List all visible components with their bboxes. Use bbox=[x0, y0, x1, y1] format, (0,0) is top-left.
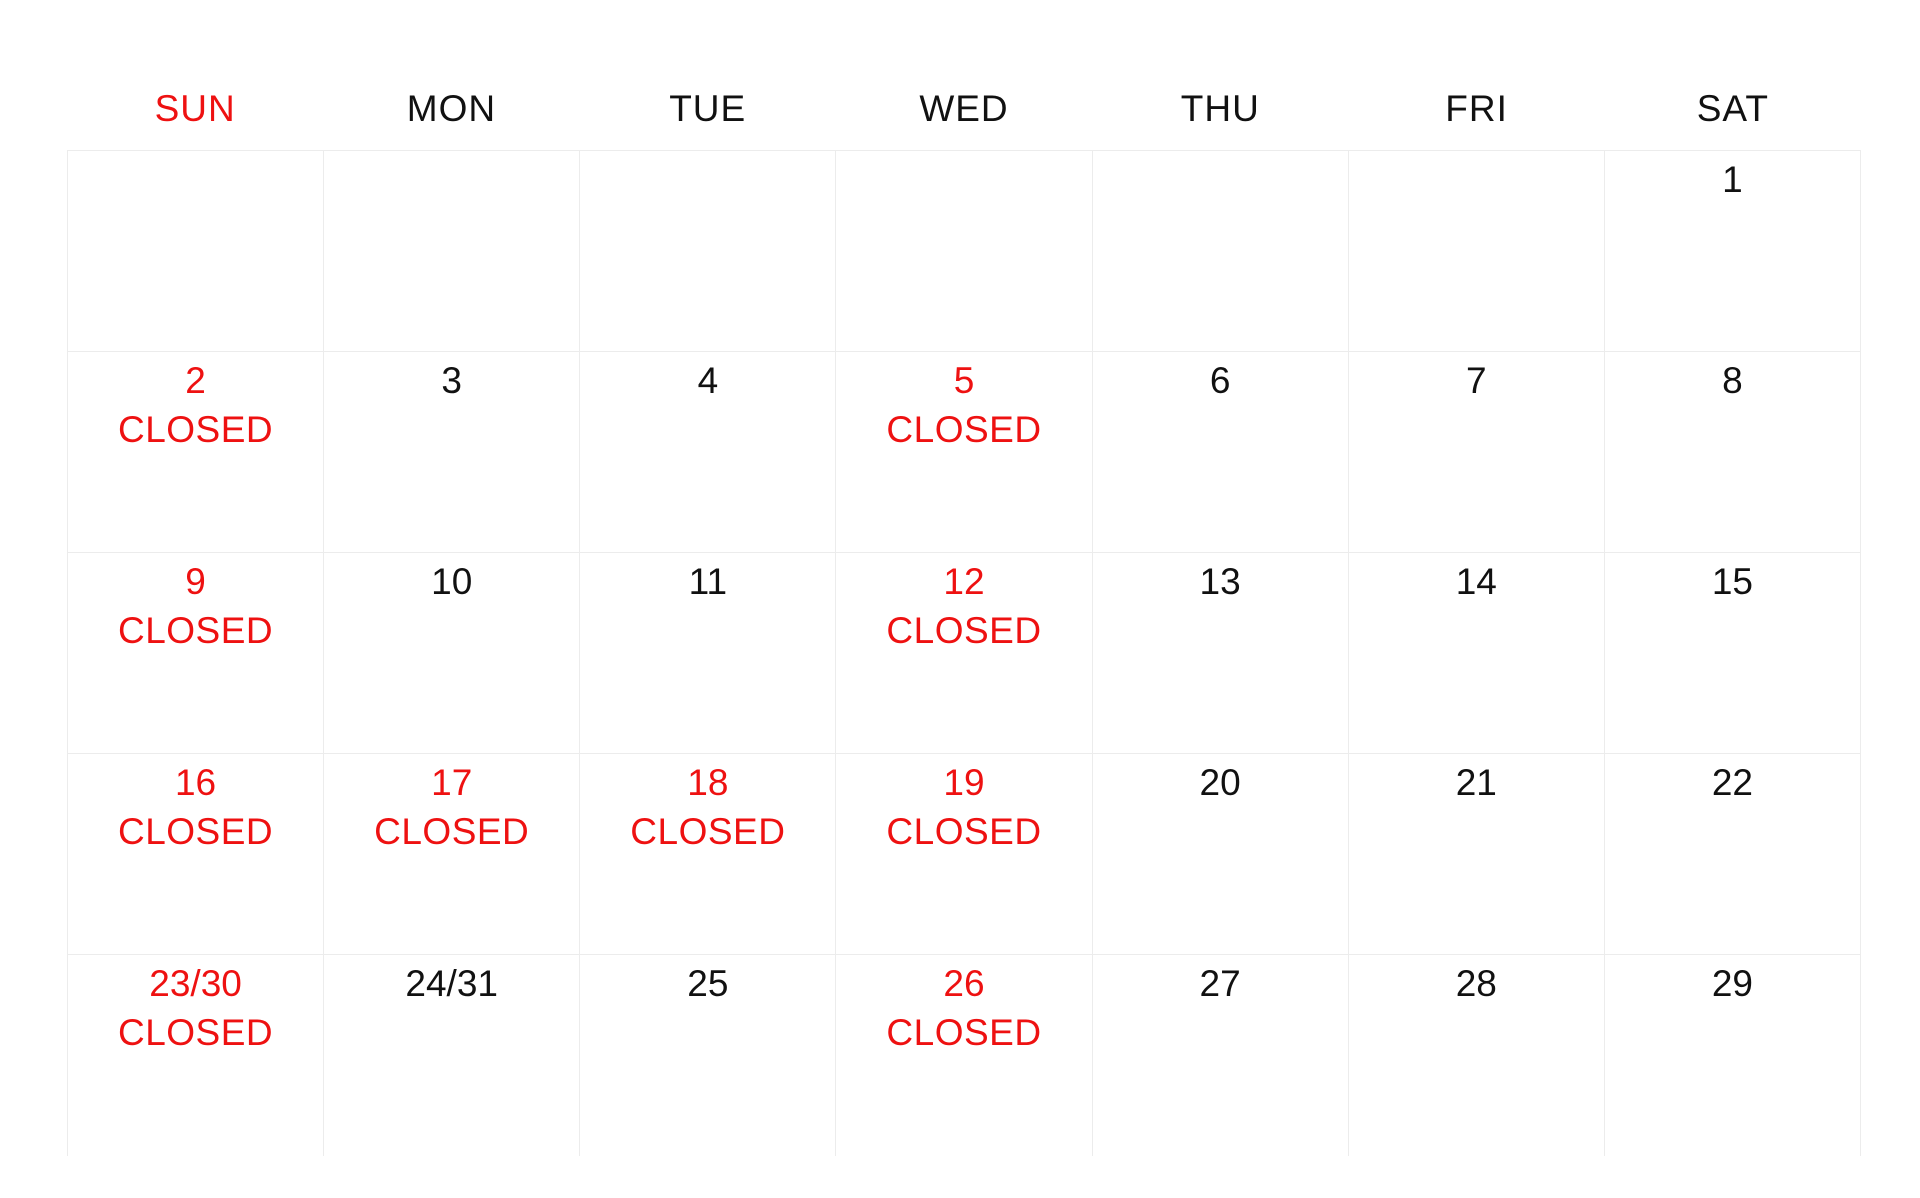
closed-label: CLOSED bbox=[117, 811, 274, 852]
day-number: 21 bbox=[1455, 762, 1497, 803]
weekday-header-fri: FRI bbox=[1445, 88, 1508, 129]
day-number: 15 bbox=[1711, 561, 1753, 602]
day-cell bbox=[324, 151, 581, 352]
weekday-header-thu: THU bbox=[1180, 88, 1260, 129]
day-cell: 25 bbox=[580, 955, 837, 1156]
day-number: 25 bbox=[687, 963, 729, 1004]
day-cell: 1 bbox=[1604, 151, 1861, 352]
day-number: 23/30 bbox=[149, 963, 242, 1004]
day-number: 8 bbox=[1722, 360, 1743, 401]
day-cell: 13 bbox=[1092, 553, 1349, 754]
day-cell bbox=[836, 151, 1093, 352]
day-cell bbox=[1348, 151, 1605, 352]
day-number: 20 bbox=[1199, 762, 1241, 803]
day-number: 26 bbox=[943, 963, 985, 1004]
day-cell: 20 bbox=[1092, 754, 1349, 955]
closed-label: CLOSED bbox=[117, 610, 274, 651]
closed-label: CLOSED bbox=[630, 811, 786, 852]
day-cell: 24/31 bbox=[324, 955, 581, 1156]
day-cell: 14 bbox=[1348, 553, 1605, 754]
weekday-header-tue: TUE bbox=[669, 88, 747, 129]
day-number: 17 bbox=[431, 762, 473, 803]
day-number: 22 bbox=[1711, 762, 1753, 803]
closed-label: CLOSED bbox=[886, 811, 1042, 852]
day-number: 5 bbox=[953, 360, 975, 401]
day-cell bbox=[1092, 151, 1349, 352]
day-cell: 10 bbox=[324, 553, 581, 754]
day-cell: 3 bbox=[324, 352, 581, 553]
day-cell: 7 bbox=[1348, 352, 1605, 553]
day-number: 28 bbox=[1455, 963, 1497, 1004]
day-number: 4 bbox=[697, 360, 719, 401]
day-number: 18 bbox=[687, 762, 729, 803]
day-number: 10 bbox=[431, 561, 473, 602]
day-number: 14 bbox=[1455, 561, 1497, 602]
day-cell: 11 bbox=[580, 553, 837, 754]
closed-label: CLOSED bbox=[886, 409, 1042, 450]
day-cell: 6 bbox=[1092, 352, 1349, 553]
weekday-header-sun: SUN bbox=[154, 88, 236, 129]
day-number: 29 bbox=[1711, 963, 1753, 1004]
day-cell: 4 bbox=[580, 352, 837, 553]
closed-label: CLOSED bbox=[117, 1012, 274, 1053]
weekday-header-row: SUN MON TUE WED THU FRI SAT bbox=[67, 68, 1861, 150]
closed-label: CLOSED bbox=[886, 1012, 1042, 1053]
day-cell: 27 bbox=[1093, 955, 1349, 1156]
day-cell: 8 bbox=[1604, 352, 1861, 553]
weekday-header-mon: MON bbox=[406, 88, 497, 129]
weekday-header-sat: SAT bbox=[1696, 88, 1769, 129]
closed-label: CLOSED bbox=[886, 610, 1042, 651]
day-number: 27 bbox=[1199, 963, 1241, 1004]
weekday-header-wed: WED bbox=[919, 88, 1009, 129]
day-number: 3 bbox=[441, 360, 462, 401]
day-cell: 15 bbox=[1604, 553, 1861, 754]
day-number: 6 bbox=[1209, 360, 1231, 401]
day-number: 16 bbox=[174, 762, 217, 803]
day-number: 11 bbox=[688, 561, 728, 602]
day-number: 9 bbox=[185, 561, 206, 602]
day-number: 19 bbox=[943, 762, 985, 803]
day-cell: 21 bbox=[1348, 754, 1605, 955]
day-cell bbox=[68, 151, 325, 352]
day-number: 13 bbox=[1199, 561, 1241, 602]
day-cell: 22 bbox=[1604, 754, 1861, 955]
day-cell: 28 bbox=[1349, 955, 1605, 1156]
day-number: 2 bbox=[185, 360, 206, 401]
day-cell: 29 bbox=[1605, 955, 1861, 1156]
day-number: 12 bbox=[943, 561, 985, 602]
closed-label: CLOSED bbox=[374, 811, 530, 852]
day-number: 7 bbox=[1465, 360, 1487, 401]
day-number: 1 bbox=[1722, 159, 1743, 200]
day-number: 24/31 bbox=[405, 963, 498, 1004]
day-cell bbox=[580, 151, 837, 352]
closed-label: CLOSED bbox=[117, 409, 274, 450]
